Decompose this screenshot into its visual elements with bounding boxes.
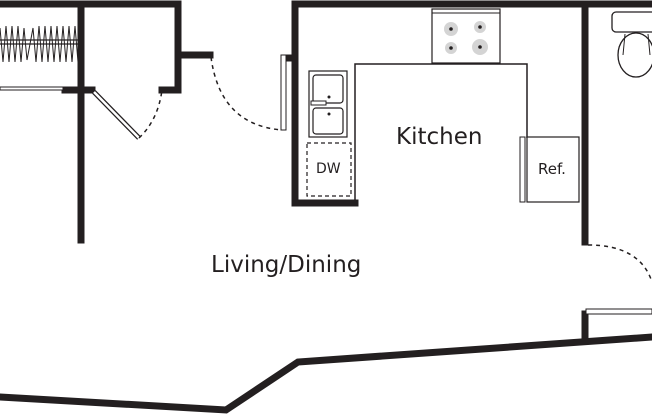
bathroom-door-swing xyxy=(587,244,652,283)
dishwasher-label: DW xyxy=(316,161,341,177)
shelf xyxy=(585,308,652,315)
closet-rod-icon xyxy=(0,25,79,63)
kitchen-label: Kitchen xyxy=(396,124,483,150)
countertop xyxy=(354,63,528,200)
refrigerator-label: Ref. xyxy=(538,160,566,178)
refrigerator-icon xyxy=(519,136,580,203)
toilet-icon xyxy=(611,11,652,78)
kitchen-walls xyxy=(285,0,652,246)
entry-door xyxy=(210,54,287,131)
closet xyxy=(0,0,214,244)
dishwasher-icon xyxy=(306,142,352,197)
living-dining-label: Living/Dining xyxy=(211,252,362,278)
range-icon xyxy=(431,8,501,64)
exterior-wall xyxy=(0,333,652,414)
closet-door xyxy=(92,89,163,140)
sink-icon xyxy=(308,70,348,138)
